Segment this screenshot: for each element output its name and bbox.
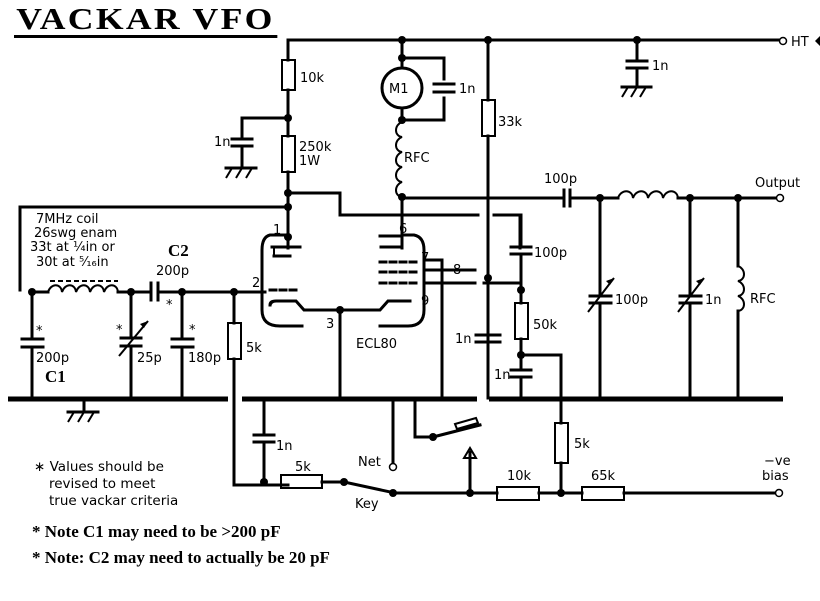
capacitor-1n-pin8 [474,333,502,344]
ht-terminal [778,36,788,46]
cap-1n-meter-label: 1n [459,82,476,97]
variable-cap-100p [587,196,615,400]
ht-rail [286,36,788,62]
ht-arrow-icon [815,36,820,46]
resistor-10k-bias-label: 10k [507,469,532,484]
capacitor-1n-decouple [224,116,290,179]
tank-circuit [20,280,290,487]
resistor-10k [281,59,296,120]
meter-m1 [380,38,456,124]
coil-spec-line2: 26swg enam [34,226,117,241]
net-label: Net [358,455,381,470]
vc-25p-label: 25p [137,351,162,366]
rfc-output [736,196,745,400]
key-circuit [252,397,784,501]
key-label: Key [355,497,379,512]
pin1-label: 1 [273,223,281,238]
cap-1n-pin8-label: 1n [455,332,472,347]
output-inductor [617,190,679,199]
resistor-65k-label: 65k [591,469,616,484]
pin3-label: 3 [326,317,334,332]
variable-cap-1n [677,196,705,400]
c2-name: C2 [168,241,189,260]
pin7-label: 7 [421,251,429,266]
bias-label-line2: bias [762,469,789,484]
pin9-label: 9 [421,294,429,309]
legend-line-2: revised to meet [49,476,156,492]
capacitor-100p-output [554,188,602,208]
resistor-10k-label: 10k [300,71,325,86]
resistor-250k [281,116,296,250]
vc25-asterisk: * [116,323,123,338]
cap-100p-out-label: 100p [544,172,577,187]
note-c1: * Note C1 may need to be >200 pF [32,522,281,541]
cap-1n-decouple-label: 1n [214,135,231,150]
meter-label: M1 [389,82,409,97]
note-c2: * Note: C2 may need to actually be 20 pF [32,548,330,567]
resistor-5k-key-label: 5k [295,460,311,475]
resistor-5k-grid-label: 5k [246,341,262,356]
c1-name: C1 [45,367,66,386]
rfc-anode-label: RFC [404,151,430,166]
resistor-5k-bias-label: 5k [574,437,590,452]
valve-ecl80 [260,233,523,400]
c1-value: 200p [36,351,69,366]
cap-100p-screen-label: 100p [534,246,567,261]
resistor-50k-label: 50k [533,318,558,333]
resistor-250k-rating: 1W [299,154,320,169]
legend-line-3: true vackar criteria [49,493,179,509]
resistor-33k [481,38,496,400]
legend-line-1: ∗ Values should be [34,459,164,475]
cap-1n-key-label: 1n [276,439,293,454]
pin6-label: 6 [399,222,407,237]
output-label: Output [755,176,800,191]
pin2-label: 2 [252,276,260,291]
resistor-33k-label: 33k [498,115,523,130]
output-terminal [775,193,785,203]
c-180p-label: 180p [188,351,221,366]
valve-label: ECL80 [356,337,397,352]
coil-spec-line3: 33t at ¼in or [30,240,116,255]
c180-asterisk: * [189,323,196,338]
ground-rail [8,396,783,423]
capacitor-1n-ht [620,38,653,98]
rfc-anode [395,121,558,250]
coil-spec-line4: 30t at ⁵⁄₁₆in [36,255,109,270]
cap-1n-ht-label: 1n [652,59,669,74]
rfc-out-label: RFC [750,292,776,307]
coil-spec-line1: 7MHz coil [36,212,99,227]
diagram-title: VACKAR VFO [14,3,277,38]
ht-label: HT [791,35,809,50]
bias-label-line1: −ve [764,454,791,469]
resistor-250k-label: 250k [299,140,332,155]
vc-1n-label: 1n [705,293,722,308]
c2-asterisk: * [166,298,173,313]
c1-asterisk: * [36,324,43,339]
vc-100p-label: 100p [615,293,648,308]
c2-value: 200p [156,264,189,279]
cap-1n-50k-label: 1n [494,368,511,383]
pin8-label: 8 [453,263,461,278]
